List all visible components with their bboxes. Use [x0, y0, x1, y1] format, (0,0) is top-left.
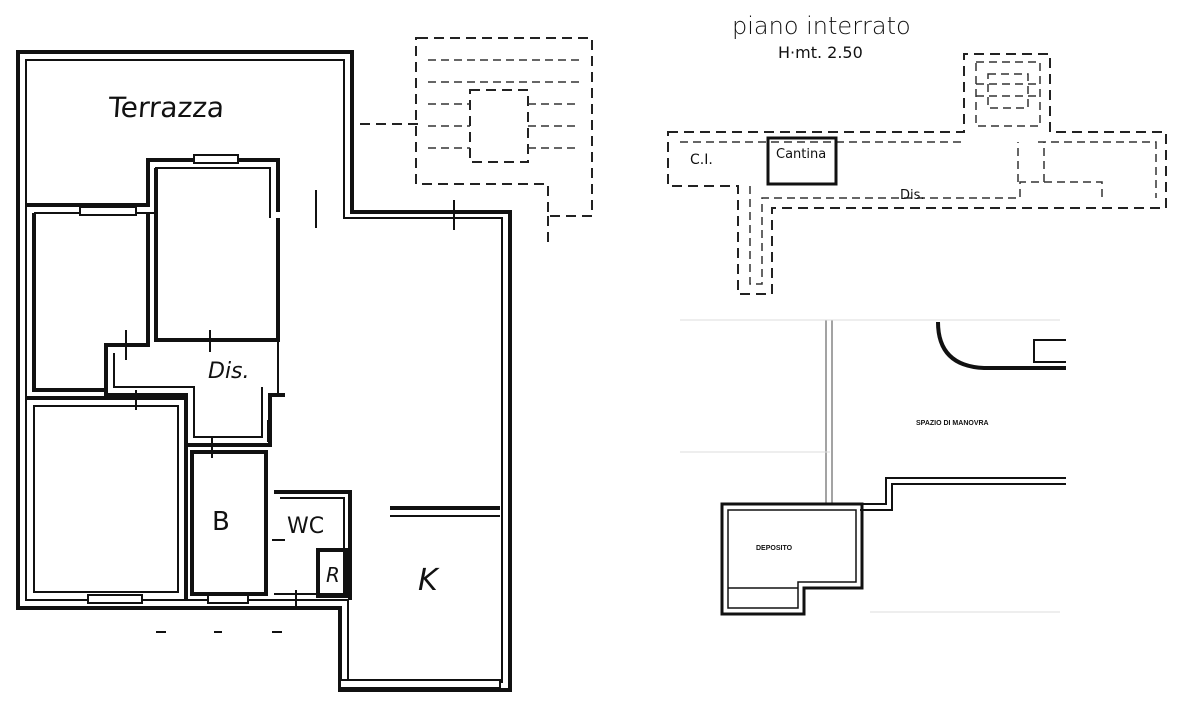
room-wall-left-lower — [26, 396, 188, 600]
basement-height: H·mt. 2.50 — [778, 43, 863, 62]
deposit-room — [720, 502, 864, 616]
window — [87, 594, 143, 604]
ground-floor-plan: Terrazza Dis. B WC R K — [16, 37, 593, 692]
garage-notch — [1033, 339, 1066, 363]
basement-dis-label: Dis. — [900, 188, 925, 203]
faint-guides — [680, 319, 1060, 613]
manoeuvre-label: SPAZIO DI MANOVRA — [916, 420, 989, 427]
corridor-wall-2 — [113, 353, 263, 438]
wc-label: WC — [287, 514, 324, 539]
ci-label: C.I. — [690, 152, 713, 168]
basement-plan: piano interrato H·mt. 2.50 C.I. Cantina … — [667, 12, 1167, 616]
manoeuvre-outline — [860, 477, 1066, 511]
terrace-wall-inner — [34, 167, 271, 218]
room-wall-center — [154, 168, 280, 342]
r-box — [316, 548, 348, 598]
basement-stairs — [975, 61, 1041, 127]
window — [207, 594, 249, 604]
wc-inner — [274, 497, 345, 595]
cantina-label: Cantina — [776, 147, 826, 162]
stairs-outline — [415, 37, 593, 217]
basement-title: piano interrato — [732, 12, 911, 40]
room-wall-left-lower-inner — [33, 405, 179, 593]
garage-curve — [936, 321, 1066, 370]
stairs-connector — [360, 123, 549, 244]
deposit-room-inner — [727, 509, 857, 609]
stairs-steps — [428, 59, 580, 149]
window — [79, 206, 137, 216]
terrace-label: Terrazza — [106, 91, 225, 124]
cantina-room — [766, 136, 838, 186]
basement-corridor-inner — [680, 141, 1157, 285]
corridor-wall — [104, 345, 285, 447]
door-mark — [125, 190, 455, 608]
dis-label: Dis. — [208, 359, 250, 384]
wc-wall — [274, 490, 352, 600]
outer-wall — [16, 50, 512, 692]
window — [339, 679, 501, 689]
bath-label: B — [212, 507, 230, 537]
window — [193, 154, 239, 164]
kitchen-label: K — [418, 563, 440, 598]
bath-wall — [190, 450, 268, 596]
stairs-inner — [469, 89, 529, 163]
r-label: R — [326, 563, 340, 587]
deposit-label: DEPOSITO — [756, 545, 793, 552]
room-wall-left-upper — [32, 213, 150, 392]
basement-corridor — [667, 53, 1167, 295]
garage-wall — [825, 320, 833, 504]
terrace-wall — [26, 158, 280, 212]
